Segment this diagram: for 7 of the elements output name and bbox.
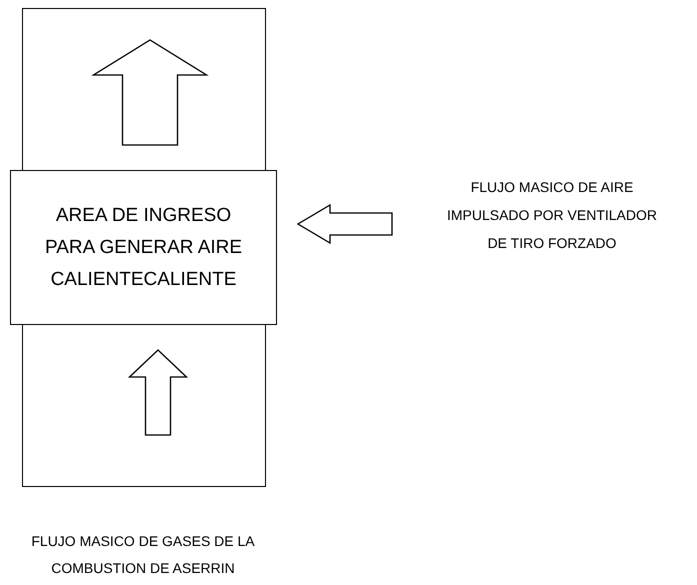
block-arrow	[91, 39, 209, 146]
block-arrow	[128, 349, 188, 436]
flow-label: FLUJO MASICO DE AIRE IMPULSADO POR VENTILADOR DE TIRO FORZADO	[446, 178, 658, 253]
flow-label: FLUJO MASICO DE GASES DE LA COMBUSTION DE ASERRIN	[30, 532, 256, 578]
box-label: AREA DE INGRESO PARA GENERAR AIRE CALIENTECALIENTE	[44, 204, 244, 292]
block-arrow	[296, 204, 393, 244]
process-box	[10, 170, 277, 325]
